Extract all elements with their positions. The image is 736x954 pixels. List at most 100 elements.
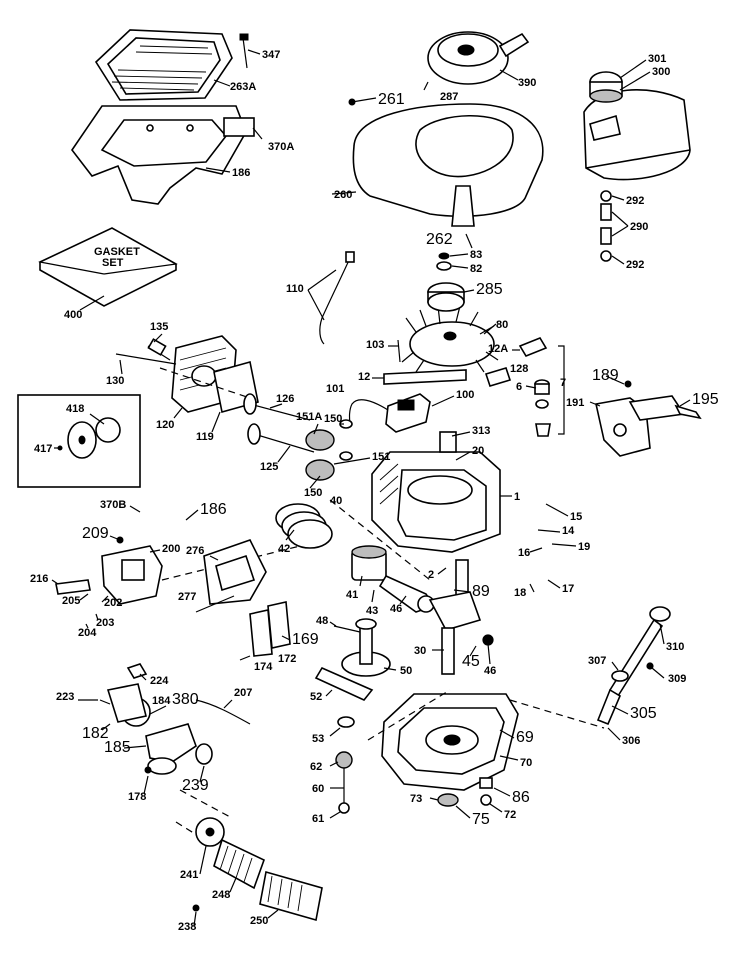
callout-125: 125 — [260, 461, 278, 473]
washer-82 — [436, 261, 452, 271]
callout-12: 12 — [358, 371, 370, 383]
callout-70: 70 — [520, 757, 532, 769]
callout-69: 69 — [516, 729, 534, 746]
callout-202: 202 — [104, 597, 122, 609]
callout-184: 184 — [152, 695, 171, 707]
callout-48: 48 — [316, 615, 328, 627]
callout-151A: 151A — [296, 411, 322, 423]
fuel-tank-part — [583, 89, 691, 181]
cylinder-block-part — [371, 431, 501, 553]
control-bracket-part — [595, 380, 702, 457]
callout-370B: 370B — [100, 499, 126, 511]
callout-172: 172 — [278, 653, 296, 665]
callout-224: 224 — [150, 675, 169, 687]
callout-209: 209 — [82, 525, 109, 542]
callout-19: 19 — [578, 541, 590, 553]
callout-203: 203 — [96, 617, 114, 629]
piston-41 — [351, 545, 387, 581]
air-filter-base-241 — [195, 817, 225, 847]
camshaft-part — [341, 618, 391, 677]
callout-292b: 292 — [626, 259, 644, 271]
governor-parts — [335, 716, 355, 814]
callout-262: 262 — [426, 231, 453, 248]
callout-174: 174 — [254, 661, 273, 673]
callout-250: 250 — [250, 915, 268, 927]
valve-springs — [305, 419, 353, 481]
callout-191: 191 — [566, 397, 584, 409]
callout-80: 80 — [496, 319, 508, 331]
valves-part — [243, 393, 315, 453]
callout-169: 169 — [292, 631, 319, 648]
gasket-set-text-1: GASKET — [94, 246, 140, 258]
fuel-cap-301 — [589, 71, 623, 103]
callout-151: 151 — [372, 451, 390, 463]
callout-75: 75 — [472, 811, 490, 828]
callout-150a: 150 — [324, 413, 342, 425]
callout-labels: 347 263A 370A 186 400 390 287 261 260 26… — [30, 49, 719, 933]
callout-313: 313 — [472, 425, 490, 437]
screw-48 — [333, 625, 361, 633]
air-shroud-part — [94, 29, 233, 101]
callout-248: 248 — [212, 889, 230, 901]
callout-89: 89 — [472, 583, 490, 600]
tappet-52 — [314, 666, 374, 701]
callout-53: 53 — [312, 733, 324, 745]
callout-20: 20 — [472, 445, 484, 457]
callout-110: 110 — [286, 283, 304, 295]
callout-380: 380 — [172, 691, 199, 708]
label-370A — [223, 117, 255, 137]
blower-housing-part — [352, 103, 544, 227]
callout-417: 417 — [34, 443, 52, 455]
callout-309: 309 — [668, 673, 686, 685]
callout-86: 86 — [512, 789, 530, 806]
callout-216: 216 — [30, 573, 48, 585]
filter-cover-250 — [259, 870, 323, 922]
terminal-12A — [518, 337, 548, 357]
heat-shield-part — [71, 105, 247, 205]
callout-62: 62 — [310, 761, 322, 773]
callout-7: 7 — [560, 377, 566, 389]
callout-207: 207 — [234, 687, 252, 699]
callout-223: 223 — [56, 691, 74, 703]
callout-120: 120 — [156, 419, 174, 431]
intake-gaskets — [249, 601, 291, 657]
recoil-starter-part — [427, 31, 530, 85]
callout-17: 17 — [562, 583, 574, 595]
connecting-rod-part — [378, 574, 436, 613]
flywheel-part — [401, 305, 499, 373]
callout-6: 6 — [516, 381, 522, 393]
callout-12A: 12A — [488, 343, 508, 355]
callout-83: 83 — [470, 249, 482, 261]
callout-50: 50 — [400, 665, 412, 677]
screw-262 — [465, 233, 473, 249]
spark-plug-135 — [147, 338, 171, 361]
callout-52: 52 — [310, 691, 322, 703]
kill-wire-101 — [348, 399, 389, 427]
crankshaft-part — [428, 559, 482, 675]
callout-178: 178 — [128, 791, 146, 803]
crankcase-sump-part — [381, 693, 519, 791]
callout-301: 301 — [648, 53, 666, 65]
callout-41: 41 — [346, 589, 358, 601]
callout-16: 16 — [518, 547, 530, 559]
callout-300: 300 — [652, 66, 670, 78]
clip-128 — [484, 367, 512, 387]
callout-43: 43 — [366, 605, 378, 617]
callout-46a: 46 — [390, 603, 402, 615]
callout-82: 82 — [470, 263, 482, 275]
seal-239 — [195, 743, 213, 765]
inset-parts — [57, 417, 121, 459]
filter-cartridge-248 — [213, 838, 265, 890]
callout-263A: 263A — [230, 81, 256, 93]
bolt-130 — [115, 353, 177, 365]
callout-241: 241 — [180, 869, 198, 881]
callout-101: 101 — [326, 383, 344, 395]
callout-135: 135 — [150, 321, 168, 333]
callout-72: 72 — [504, 809, 516, 821]
callout-260: 260 — [334, 189, 352, 201]
callout-73: 73 — [410, 793, 422, 805]
air-filter-base-276 — [203, 539, 267, 605]
callout-128: 128 — [510, 363, 528, 375]
drain-plug-parts — [437, 777, 493, 807]
